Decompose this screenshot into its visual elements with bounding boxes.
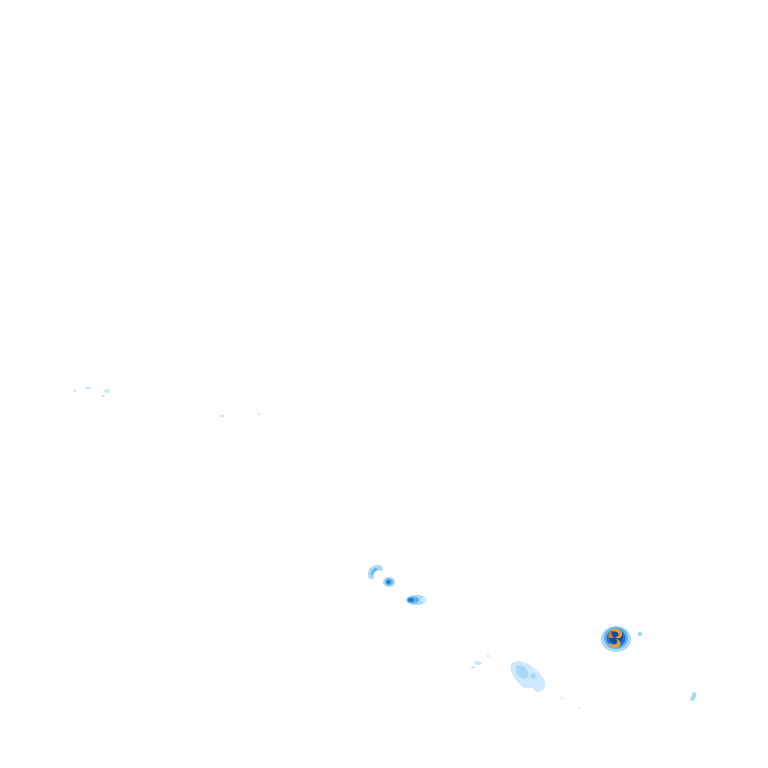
echo-cluster-central: [368, 565, 427, 605]
echo-cell: [560, 697, 564, 699]
echo-cell: [637, 632, 643, 636]
echo-cell: [257, 413, 261, 415]
echo-cell: [408, 598, 414, 602]
echo-cell: [474, 661, 482, 665]
echo-cell: [471, 665, 475, 669]
echo-cell: [530, 673, 536, 679]
echo-cluster-south: [471, 654, 697, 709]
storm-core: [609, 639, 621, 648]
storm-core: [611, 628, 623, 639]
echo-cluster-northwest: [73, 386, 261, 418]
echo-cell: [534, 686, 542, 692]
echo-cell: [486, 654, 490, 658]
storm-core: [608, 630, 614, 638]
echo-cell: [421, 597, 427, 603]
echo-cell: [85, 386, 91, 390]
storm-cell-intense: [601, 626, 643, 652]
echo-cell: [386, 580, 391, 584]
echo-cell: [104, 389, 110, 393]
echo-cell: [690, 692, 697, 702]
echo-cell: [368, 565, 383, 580]
echo-cell: [219, 414, 225, 418]
echo-cell: [515, 664, 529, 679]
echo-cell: [578, 707, 580, 709]
echo-cell: [73, 390, 77, 392]
echo-cell: [101, 394, 105, 398]
echo-cell: [371, 568, 378, 576]
